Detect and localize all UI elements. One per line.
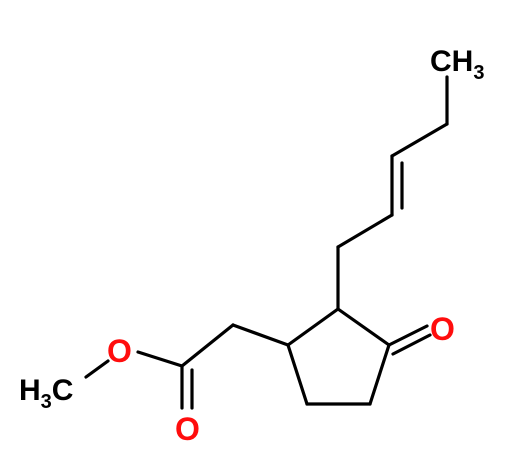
bond-ring-c2-c3 xyxy=(286,343,309,406)
ch3-top-subscript: 3 xyxy=(473,62,484,84)
bond-ring-c4-c5 xyxy=(368,343,391,406)
bond-ketone-b xyxy=(391,333,432,356)
h3c-left-label: H3C xyxy=(19,374,73,413)
bond-ketone-a xyxy=(387,324,429,347)
bond-ch2-carbonyl-c xyxy=(180,323,235,368)
bond-o-ch3 xyxy=(84,359,110,379)
carbonyl-oxygen-label: O xyxy=(175,411,200,447)
atom-labels: CH3 H3C O O O xyxy=(19,45,484,447)
h3c-subscript: 3 xyxy=(41,391,52,413)
ketone-oxygen-label: O xyxy=(430,311,455,347)
bond-ring-c1-c2 xyxy=(286,307,340,347)
bond-ring-ch2 xyxy=(231,323,290,347)
bond-ring-c5-c1 xyxy=(336,307,391,347)
bond-ch-ch2 xyxy=(336,213,394,249)
bond-ch2-ch xyxy=(390,122,449,158)
bonds xyxy=(84,75,449,410)
ester-oxygen-label: O xyxy=(107,333,132,369)
ch3-top-label: CH3 xyxy=(430,45,484,84)
bond-c-o-ester xyxy=(136,350,184,368)
